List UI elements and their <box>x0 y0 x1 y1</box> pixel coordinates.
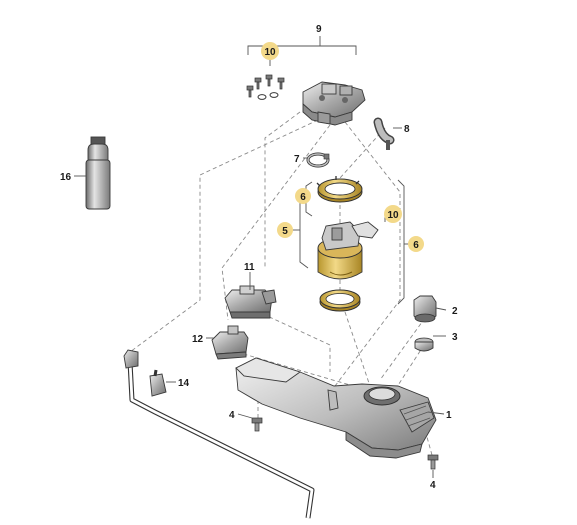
callout-1: 1 <box>446 410 452 421</box>
callout-5: 5 <box>282 226 288 237</box>
seal-ring-part-6 <box>319 289 361 312</box>
callout-6-right: 6 <box>413 240 419 251</box>
callout-14: 14 <box>178 378 190 389</box>
hose-clamp-part-7 <box>306 152 330 168</box>
callout-10-mid: 10 <box>387 210 399 221</box>
lock-ring-part-6 <box>316 176 363 203</box>
callout-11: 11 <box>244 262 255 273</box>
callout-4-left: 4 <box>229 410 235 421</box>
tank-part-1 <box>235 357 437 459</box>
callout-2: 2 <box>452 306 458 317</box>
callout-8: 8 <box>404 124 410 135</box>
leader-lines <box>74 58 447 478</box>
callout-labels: 9 10 8 7 16 6 10 5 6 11 2 12 3 14 1 4 4 <box>60 24 458 491</box>
fuel-line-part-14 <box>123 349 315 519</box>
control-unit-part-9 <box>302 81 366 126</box>
highlight-markers <box>261 42 424 252</box>
callout-4-right: 4 <box>430 480 436 491</box>
bracket-9 <box>247 36 357 55</box>
connector-part-12 <box>211 325 249 360</box>
sensor-part-11 <box>224 285 277 319</box>
callout-3: 3 <box>452 332 458 343</box>
callout-12: 12 <box>192 334 204 345</box>
bolt-part-4-right <box>427 454 439 470</box>
bracket-5 <box>299 195 309 269</box>
bracket-6-right <box>397 179 405 305</box>
bolt-part-4-left <box>251 417 263 432</box>
callout-16: 16 <box>60 172 72 183</box>
callout-10-top: 10 <box>264 47 276 58</box>
cap-part-2 <box>413 295 437 323</box>
assembly-guide-lines <box>129 111 433 456</box>
fuel-pump-module-part-5 <box>317 221 379 280</box>
grommet-part-3 <box>414 337 434 352</box>
bottle-part-16 <box>85 136 111 210</box>
callout-6-top: 6 <box>300 192 306 203</box>
callout-9: 9 <box>316 24 322 35</box>
callout-7: 7 <box>294 154 300 165</box>
screw-set-part-10 <box>246 74 285 100</box>
elbow-hose-part-8 <box>373 117 395 150</box>
